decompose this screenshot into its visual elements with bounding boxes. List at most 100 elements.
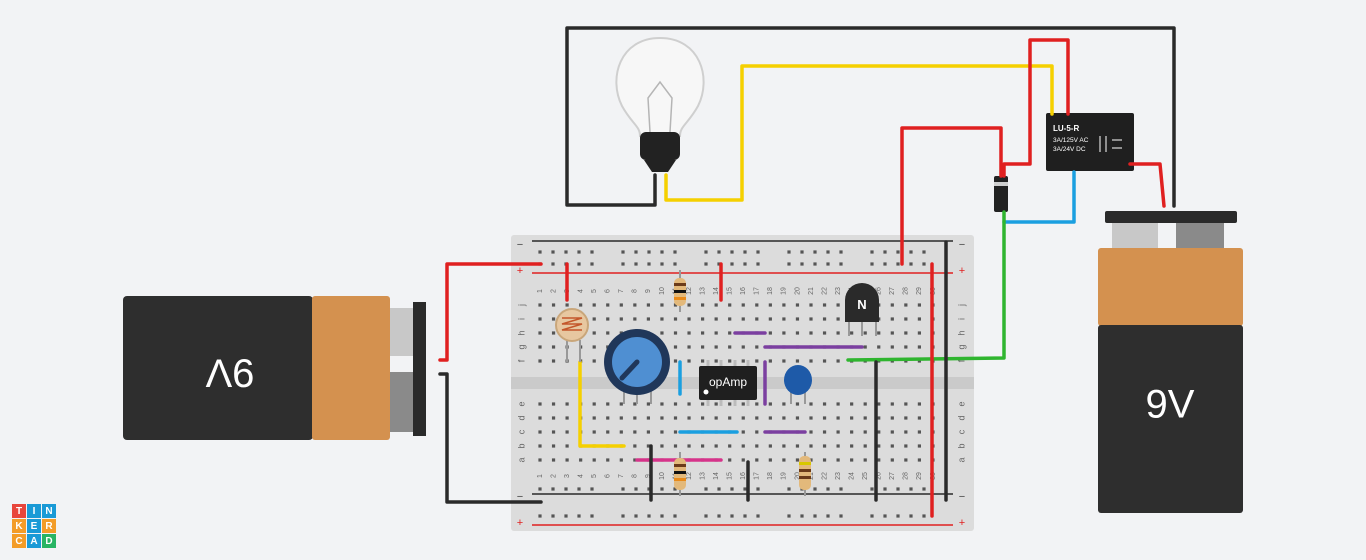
- bb-hole[interactable]: [850, 416, 854, 420]
- bb-hole[interactable]: [728, 345, 732, 349]
- bb-hole[interactable]: [904, 416, 908, 420]
- bb-hole[interactable]: [755, 444, 759, 448]
- bb-hole[interactable]: [917, 430, 921, 434]
- bb-rail-hole[interactable]: [813, 262, 817, 266]
- bb-hole[interactable]: [714, 402, 718, 406]
- bb-hole[interactable]: [822, 317, 827, 321]
- photoresistor[interactable]: [555, 308, 589, 362]
- bb-rail-hole[interactable]: [704, 250, 708, 254]
- bb-hole[interactable]: [917, 317, 921, 321]
- bb-hole[interactable]: [551, 303, 556, 307]
- bb-hole[interactable]: [714, 444, 718, 448]
- bb-hole[interactable]: [606, 430, 610, 434]
- bb-rail-hole[interactable]: [717, 514, 721, 518]
- bb-rail-hole[interactable]: [787, 487, 791, 491]
- bb-hole[interactable]: [551, 402, 556, 406]
- bb-hole[interactable]: [673, 444, 678, 448]
- bb-rail-hole[interactable]: [883, 250, 887, 254]
- bb-rail-hole[interactable]: [673, 262, 677, 266]
- bb-hole[interactable]: [646, 444, 650, 448]
- bb-hole[interactable]: [877, 458, 881, 462]
- bb-rail-hole[interactable]: [590, 514, 594, 518]
- bb-hole[interactable]: [741, 317, 745, 321]
- bb-rail-hole[interactable]: [647, 250, 651, 254]
- bb-rail-hole[interactable]: [756, 250, 760, 254]
- bb-rail-hole[interactable]: [870, 514, 874, 518]
- bb-hole[interactable]: [673, 359, 678, 363]
- bb-hole[interactable]: [646, 430, 650, 434]
- bb-hole[interactable]: [551, 430, 556, 434]
- bb-hole[interactable]: [904, 444, 908, 448]
- bb-hole[interactable]: [755, 317, 759, 321]
- bb-hole[interactable]: [606, 458, 610, 462]
- bb-rail-hole[interactable]: [743, 262, 747, 266]
- bb-rail-hole[interactable]: [839, 262, 843, 266]
- bb-hole[interactable]: [809, 444, 813, 448]
- bb-hole[interactable]: [890, 444, 894, 448]
- bb-hole[interactable]: [809, 303, 813, 307]
- bb-hole[interactable]: [836, 458, 840, 462]
- bb-rail-hole[interactable]: [883, 262, 887, 266]
- bb-hole[interactable]: [646, 317, 650, 321]
- bb-hole[interactable]: [538, 444, 542, 448]
- bb-hole[interactable]: [782, 416, 786, 420]
- bb-hole[interactable]: [795, 331, 800, 335]
- bb-rail-hole[interactable]: [647, 262, 651, 266]
- bb-hole[interactable]: [633, 317, 637, 321]
- bb-rail-hole[interactable]: [730, 514, 734, 518]
- diode[interactable]: [994, 176, 1008, 212]
- bb-hole[interactable]: [836, 444, 840, 448]
- bb-hole[interactable]: [850, 402, 854, 406]
- bb-rail-hole[interactable]: [673, 250, 677, 254]
- bb-hole[interactable]: [917, 331, 921, 335]
- bb-hole[interactable]: [741, 458, 745, 462]
- bb-hole[interactable]: [917, 416, 921, 420]
- bb-rail-hole[interactable]: [922, 514, 926, 518]
- bb-hole[interactable]: [904, 345, 908, 349]
- bb-rail-hole[interactable]: [634, 487, 638, 491]
- bb-hole[interactable]: [551, 345, 556, 349]
- bb-hole[interactable]: [592, 402, 596, 406]
- bb-rail-hole[interactable]: [538, 487, 542, 491]
- bb-hole[interactable]: [687, 345, 691, 349]
- bb-hole[interactable]: [890, 458, 894, 462]
- bb-rail-hole[interactable]: [870, 487, 874, 491]
- bb-hole[interactable]: [538, 303, 542, 307]
- bb-hole[interactable]: [822, 444, 827, 448]
- bb-hole[interactable]: [755, 345, 759, 349]
- wire-green-diode[interactable]: [846, 210, 1006, 362]
- bb-hole[interactable]: [728, 303, 732, 307]
- bb-rail-hole[interactable]: [839, 514, 843, 518]
- wires[interactable]: [438, 26, 1176, 518]
- capacitor[interactable]: [784, 365, 812, 404]
- bb-hole[interactable]: [890, 317, 894, 321]
- bb-hole[interactable]: [538, 430, 542, 434]
- bb-hole[interactable]: [673, 317, 678, 321]
- bb-rail-hole[interactable]: [704, 487, 708, 491]
- bb-rail-hole[interactable]: [577, 514, 581, 518]
- bb-rail-hole[interactable]: [577, 487, 581, 491]
- bb-rail-hole[interactable]: [538, 250, 542, 254]
- bb-rail-hole[interactable]: [800, 262, 804, 266]
- bb-rail-hole[interactable]: [717, 262, 721, 266]
- battery-right[interactable]: 9V: [1098, 211, 1243, 513]
- bb-hole[interactable]: [673, 402, 678, 406]
- bb-hole[interactable]: [619, 402, 623, 406]
- bb-hole[interactable]: [660, 430, 664, 434]
- bb-hole[interactable]: [836, 303, 840, 307]
- bb-hole[interactable]: [646, 402, 650, 406]
- bb-hole[interactable]: [782, 402, 786, 406]
- bb-hole[interactable]: [701, 317, 705, 321]
- bb-rail-hole[interactable]: [551, 487, 555, 491]
- bb-hole[interactable]: [795, 402, 800, 406]
- bb-hole[interactable]: [579, 303, 583, 307]
- bb-hole[interactable]: [701, 331, 705, 335]
- bb-hole[interactable]: [714, 317, 718, 321]
- bb-hole[interactable]: [619, 416, 623, 420]
- bb-hole[interactable]: [701, 303, 705, 307]
- bb-rail-hole[interactable]: [538, 514, 542, 518]
- bb-rail-hole[interactable]: [647, 487, 651, 491]
- bb-rail-hole[interactable]: [590, 250, 594, 254]
- bb-hole[interactable]: [755, 416, 759, 420]
- bb-rail-hole[interactable]: [577, 262, 581, 266]
